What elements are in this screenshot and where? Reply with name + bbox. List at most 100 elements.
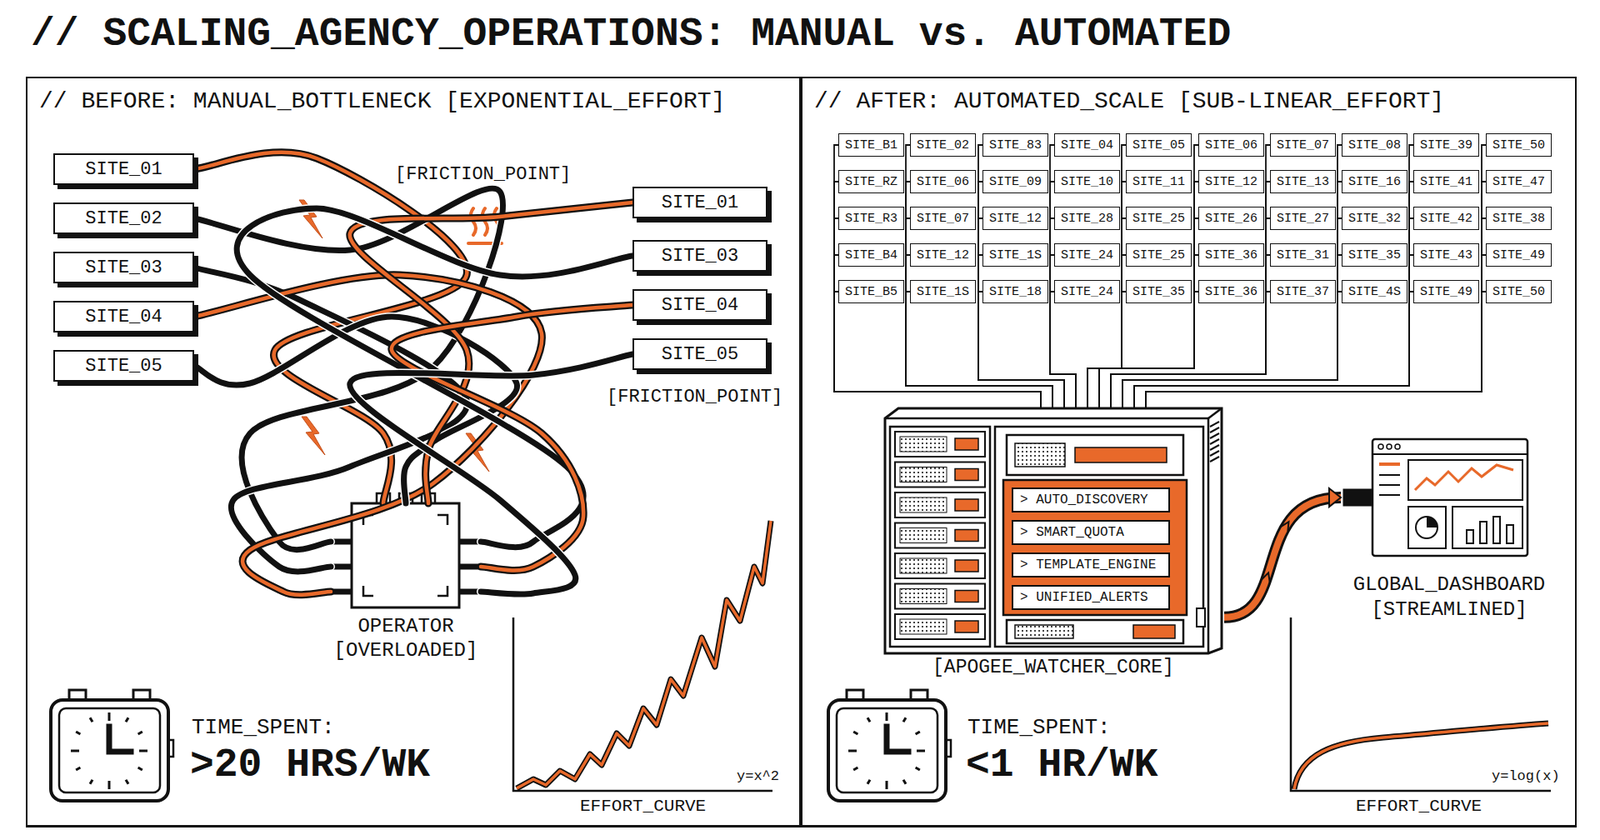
clock-tick [125,780,129,785]
connector [905,291,1053,409]
clock-tick [848,750,857,753]
node-label: SITE_35 [1132,285,1185,300]
site-box: SITE_06 [910,170,976,194]
site-box: SITE_28 [1054,206,1120,230]
rack-slot [895,584,985,610]
site-box: SITE_10 [1054,170,1120,194]
site-box: SITE_03 [632,240,768,272]
node-label: SITE_02 [916,138,970,153]
status-light [955,590,979,603]
connector [834,145,1041,409]
node-label: SITE_41 [1420,175,1473,190]
node-label: SITE_36 [1205,285,1258,300]
site-box: SITE_1S [982,243,1049,267]
node-label: SITE_39 [1420,138,1473,153]
site-box: SITE_32 [1341,206,1408,230]
vent [1210,439,1220,445]
site-box: SITE_04 [632,289,768,321]
clock-icon [50,690,174,801]
panel-heading: // BEFORE: MANUAL_BOTTLENECK [EXPONENTIA… [39,88,725,115]
node-label: SITE_12 [1205,175,1258,190]
diagram-title: // SCALING_AGENCY_OPERATIONS: MANUAL vs.… [30,11,1231,57]
node-label: > SMART_QUOTA [1020,525,1125,540]
node-label: SITE_47 [1492,175,1545,190]
node-label: SITE_12 [916,248,970,263]
rack-grille [900,436,947,452]
node-label: SITE_25 [1132,211,1185,226]
node-label: SITE_07 [1276,138,1330,153]
site-box: SITE_01 [632,186,768,219]
clock-tick [108,780,111,790]
server-rack [885,408,1222,654]
site-box: SITE_4S [1341,280,1408,304]
site-box: SITE_13 [1270,170,1336,194]
connector [1087,291,1126,409]
site-box: SITE_B4 [838,243,905,267]
site-box: SITE_26 [1198,206,1265,230]
connector [978,291,1065,409]
connector [905,181,1053,409]
rack-grille [900,589,947,605]
site-box: SITE_01 [53,153,195,185]
clock-tick [903,717,906,722]
site-box: SITE_50 [1485,133,1552,157]
clock-tick [867,780,870,785]
clock-tick [853,767,858,770]
site-box: SITE_49 [1485,243,1552,267]
node-label: SITE_18 [989,285,1042,300]
node-label: > TEMPLATE_ENGINE [1020,557,1156,573]
text-label: <1 HR/WK [965,742,1158,788]
dashboard-node: GLOBAL_DASHBOARD [STREAMLINED] [1340,439,1558,623]
vent [1210,427,1220,433]
node-label: SITE_10 [1060,175,1114,190]
node-label: SITE_24 [1060,248,1114,263]
status-light [955,499,979,511]
vent [1210,450,1220,456]
panel-frame: // BEFORE: MANUAL_BOTTLENECK [EXPONENTIA… [25,76,801,827]
node-label: SITE_38 [1492,211,1545,226]
clock-tick [125,717,129,722]
connector [1134,255,1414,409]
rack-slot [895,523,985,549]
node-label: SITE_42 [1420,211,1473,226]
node-label: SITE_05 [85,355,162,377]
clock-tick [139,750,148,753]
site-box: SITE_39 [1413,133,1480,157]
node-label: SITE_04 [661,295,739,316]
node-label: OPERATOR [OVERLOADED] [330,615,481,664]
site-box: SITE_35 [1341,243,1408,267]
text-label: [FRICTION_POINT] [392,164,574,185]
connector [1145,145,1486,409]
site-box: SITE_12 [982,206,1049,230]
site-box: SITE_07 [910,206,976,230]
connector [1099,291,1199,409]
node-label: SITE_36 [1205,248,1258,263]
rack-slot [895,492,985,518]
node-label: SITE_13 [1276,175,1330,190]
rack-grille [900,467,947,483]
site-box: SITE_25 [1125,206,1192,230]
connector [1224,488,1341,618]
node-label: GLOBAL_DASHBOARD [STREAMLINED] [1340,572,1558,623]
site-box: SITE_27 [1270,206,1336,230]
node-label: SITE_32 [1348,211,1401,226]
site-box: SITE_47 [1485,170,1552,194]
clock-icon [828,690,951,801]
rack-grille [900,558,947,574]
site-box: SITE_49 [1413,280,1480,304]
connector [905,145,1053,409]
site-box: SITE_07 [1270,133,1336,157]
site-box: SITE_24 [1054,280,1120,304]
site-box: SITE_35 [1125,280,1192,304]
node-label: SITE_28 [1060,211,1114,226]
connector [1050,255,1076,409]
operator-node: OPERATOR [OVERLOADED] [330,503,481,662]
site-box: SITE_12 [910,243,976,267]
node-label: SITE_B4 [845,248,898,263]
connector [834,291,1041,409]
site-box: SITE_09 [982,170,1049,194]
rack-grille [900,619,947,635]
node-label: SITE_03 [661,245,739,267]
site-box: SITE_38 [1485,206,1552,230]
